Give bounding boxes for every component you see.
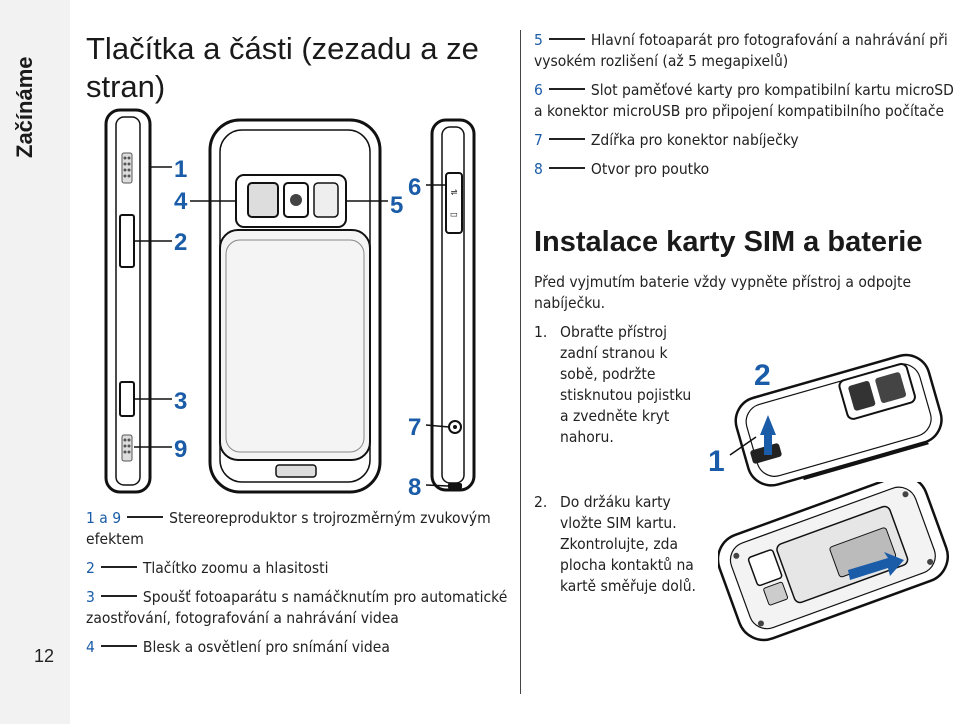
- callout-1: 1: [708, 445, 725, 478]
- speaker-grille-top: [121, 152, 133, 184]
- phone-back: [208, 118, 382, 494]
- remove-cover-illustration: 2 1: [708, 353, 943, 487]
- step-item: 2. Do držáku karty vložte SIM kartu. Zko…: [534, 492, 704, 597]
- step-item: 1. Obraťte přístroj zadní stranou k sobě…: [534, 322, 704, 492]
- flash: [247, 182, 279, 218]
- phone-right-side-profile: ⇌ ▭: [430, 118, 476, 492]
- callout-6: 6: [408, 174, 421, 201]
- page-number: 12: [34, 646, 55, 666]
- legend-text: Stereoreproduktor s trojrozměrným zvukov…: [86, 509, 491, 548]
- legend-text: Tlačítko zoomu a hlasitosti: [142, 559, 329, 577]
- callout-3: 3: [174, 388, 187, 415]
- phone-left-side-profile: [104, 108, 152, 494]
- phone-back-side-illustration: ⇌ ▭ 1 4 2 3 9 6 5 7 8: [104, 108, 476, 500]
- legend-text: Spoušť fotoaparátu s namáčknutím pro aut…: [86, 588, 508, 627]
- callout-4: 4: [174, 188, 188, 215]
- legend-text: Zdířka pro konektor nabíječky: [590, 131, 799, 149]
- legend-item: 4 Blesk a osvětlení pro snímání videa: [86, 637, 516, 658]
- legend-text: Blesk a osvětlení pro snímání videa: [142, 638, 390, 656]
- column-divider: [520, 30, 521, 694]
- insert-sim-illustration: [718, 482, 949, 642]
- legend-num: 5: [534, 31, 543, 49]
- callout-7: 7: [408, 414, 421, 441]
- callout-9: 9: [174, 436, 187, 463]
- page-title: Tlačítka a části (zezadu a ze stran): [86, 31, 479, 104]
- callout-8: 8: [408, 474, 421, 500]
- legend-num: 6: [534, 81, 543, 99]
- callout-5: 5: [390, 192, 403, 219]
- legend-item: 8 Otvor pro poutko: [534, 159, 954, 180]
- step-num: 2.: [534, 493, 548, 511]
- svg-text:⇌: ⇌: [451, 188, 458, 198]
- section-tab: Začínáme: [12, 56, 37, 159]
- step-num: 1.: [534, 323, 548, 341]
- battery-cover: [219, 229, 371, 461]
- legend-num: 7: [534, 131, 543, 149]
- legend-item: 2 Tlačítko zoomu a hlasitosti: [86, 558, 516, 579]
- legend-num: 4: [86, 638, 95, 656]
- section-heading: Instalace karty SIM a baterie: [534, 226, 923, 258]
- legend-text: Hlavní fotoaparát pro fotografování a na…: [534, 31, 948, 70]
- legend-text: Otvor pro poutko: [590, 160, 710, 178]
- svg-text:▭: ▭: [450, 210, 458, 220]
- speaker-grille-bottom: [121, 434, 133, 462]
- legend-item: 7 Zdířka pro konektor nabíječky: [534, 130, 954, 151]
- callout-1: 1: [174, 156, 187, 183]
- camera-shutter-key: [119, 381, 135, 417]
- steps-list: 1. Obraťte přístroj zadní stranou k sobě…: [534, 322, 704, 597]
- lanyard-tab: [275, 464, 317, 478]
- legend-num: 1 a 9: [86, 509, 122, 527]
- card-slot-cover: [445, 172, 463, 234]
- legend-text: Slot paměťové karty pro kompatibilní kar…: [534, 81, 954, 120]
- zoom-volume-key: [119, 214, 135, 268]
- step-text: Do držáku karty vložte SIM kartu. Zkontr…: [560, 493, 696, 595]
- intro-text: Před vyjmutím baterie vždy vypněte příst…: [534, 273, 912, 312]
- sidebar: Začínáme 12: [0, 0, 70, 724]
- legend-num: 8: [534, 160, 543, 178]
- legend-num: 3: [86, 588, 95, 606]
- callout-2: 2: [174, 229, 187, 256]
- legend-num: 2: [86, 559, 95, 577]
- step-text: Obraťte přístroj zadní stranou k sobě, p…: [560, 323, 692, 446]
- callout-2: 2: [754, 359, 771, 392]
